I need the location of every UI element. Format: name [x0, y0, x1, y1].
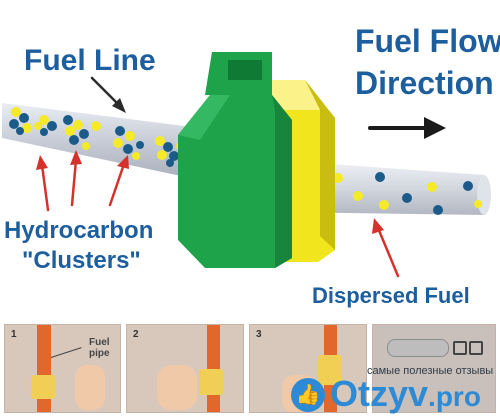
- hand-shape: [75, 365, 105, 410]
- fuel-pipe-photo: [37, 325, 51, 412]
- pointer-line: [50, 347, 82, 358]
- watermark-brand-tld: .pro: [428, 381, 481, 412]
- fuel-flow-label-line2: Direction: [355, 65, 494, 101]
- clusters-label: "Clusters": [22, 247, 141, 274]
- fuel-line-label: Fuel Line: [24, 44, 156, 77]
- installation-steps: 1 Fuel pipe 2 3 самые полезные от: [0, 318, 500, 417]
- magnet-green-half: [178, 52, 292, 268]
- watermark-thumb-icon: 👍: [291, 378, 325, 412]
- watermark-caption: самые полезные отзывы: [367, 365, 494, 377]
- fuel-flow-label-line1: Fuel Flow: [355, 23, 500, 59]
- connector-icon: [469, 341, 483, 355]
- magnet-piece: [31, 375, 55, 399]
- step-4-panel: [372, 324, 496, 413]
- watermark-brand-main: Otzyv: [330, 373, 429, 414]
- diagram-svg: Fuel Line Fuel Flow Direction Hydrocarbo…: [2, 23, 500, 308]
- hydrocarbon-label: Hydrocarbon: [4, 217, 153, 244]
- hydrocarbon-clusters: [9, 107, 186, 167]
- magnet-piece: [199, 369, 223, 395]
- magnet-piece: [318, 355, 342, 385]
- step-1-label-line1: Fuel: [89, 337, 110, 348]
- dispersed-fuel-label: Dispersed Fuel: [312, 283, 470, 308]
- fuel-pipe-end: [477, 175, 491, 215]
- label-arrows: [36, 76, 446, 278]
- step-1-label-line2: pipe: [89, 348, 110, 359]
- step-number: 1: [11, 329, 17, 340]
- step-number: 2: [133, 329, 139, 340]
- connector-icon: [453, 341, 467, 355]
- step-3-panel: 3: [249, 324, 367, 413]
- fuel-pipe-left: [2, 103, 200, 180]
- hand-shape: [157, 365, 197, 410]
- step-1-panel: 1 Fuel pipe: [4, 324, 121, 413]
- installed-magnets-photo: [387, 339, 449, 357]
- watermark-brand: Otzyv.pro: [330, 374, 481, 417]
- step-number: 3: [256, 329, 262, 340]
- step-2-panel: 2: [126, 324, 244, 413]
